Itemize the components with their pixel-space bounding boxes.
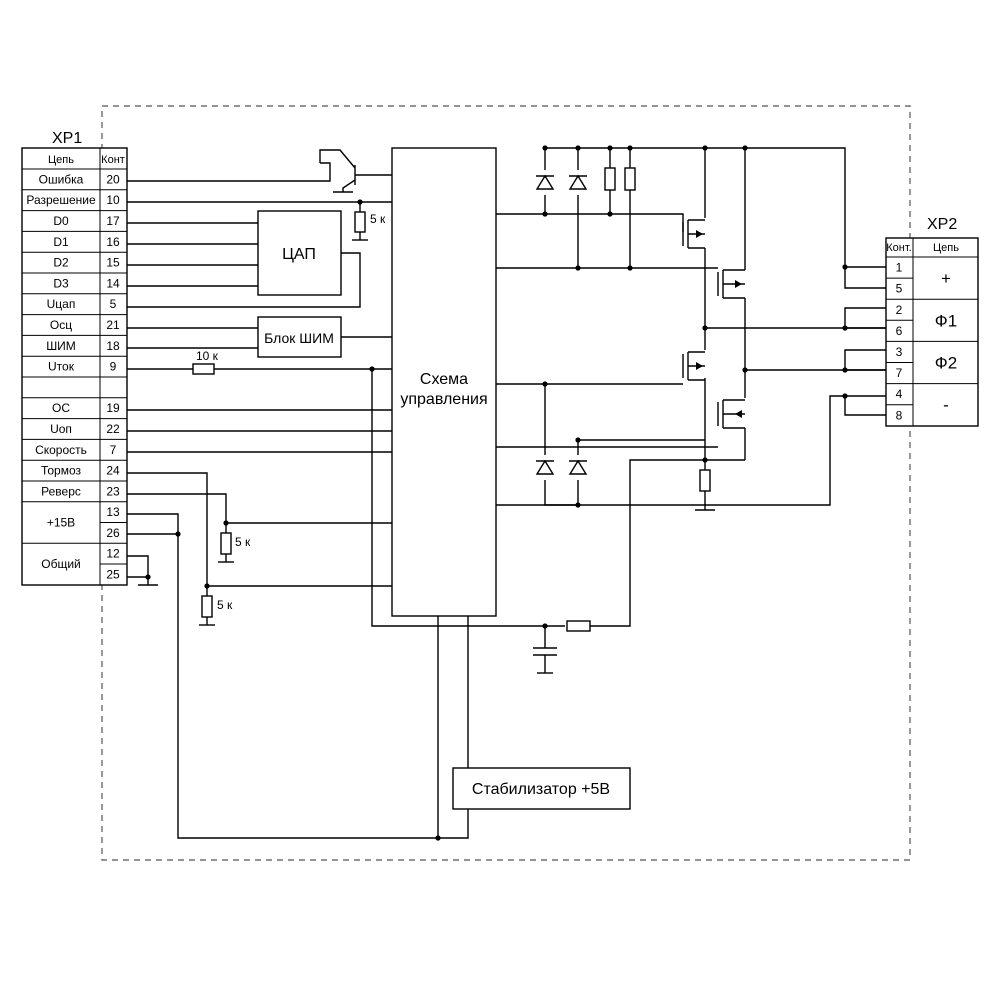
mosfet-upper-left — [682, 219, 705, 249]
xp1-pin-label: 23 — [106, 484, 120, 498]
power-junctions — [542, 145, 848, 508]
pwm-label: Блок ШИМ — [264, 330, 334, 346]
xp2-pin-label: 3 — [896, 345, 903, 359]
mosfet-upper-right — [717, 269, 745, 299]
xp2-pin-label: 2 — [896, 303, 903, 317]
xp1-pin-label: 24 — [106, 464, 120, 478]
mosfet-lower-left — [682, 351, 705, 381]
xp1-net-label: Uток — [48, 360, 75, 374]
xp1-group-net-label: Общий — [41, 557, 81, 571]
xp1-net-label: Осц — [50, 318, 72, 332]
sense-capacitor — [533, 626, 557, 674]
control-circuit-block — [391, 147, 497, 617]
resistor-enable-label: 5 к — [370, 212, 386, 226]
xp1-pin-label: 15 — [106, 256, 120, 270]
xp1-net-label: Uоп — [50, 422, 72, 436]
xp1-pin-label: 19 — [106, 401, 120, 415]
xp1-net-label: ОС — [52, 401, 70, 415]
mosfet-lower-right — [717, 399, 745, 429]
dac-label: ЦАП — [282, 246, 316, 263]
xp2-net-label: - — [943, 396, 949, 415]
xp1-net-label: Разрешение — [26, 193, 96, 207]
xp2-net-label: + — [941, 269, 951, 288]
xp1-pin-label: 5 — [110, 297, 117, 311]
xp2-pin-label: 4 — [896, 387, 903, 401]
module-boundary — [101, 105, 911, 861]
xp2-pin-label: 5 — [896, 282, 903, 296]
diode-top-right — [568, 174, 588, 190]
resistor-brake-label: 5 к — [217, 598, 233, 612]
resistor-brake: 5 к — [199, 595, 233, 626]
xp1-group-pin-label: 25 — [106, 567, 120, 581]
xp2-connector: XP2 Конт. Цепь +1 5Ф1 2 6Ф2 3 7 - 4 8 — [885, 216, 979, 427]
shunt-resistor — [699, 469, 711, 492]
xp1-title: XP1 — [52, 130, 82, 147]
xp1-pin-label: 7 — [110, 443, 117, 457]
resistor-reverse: 5 к — [218, 532, 251, 563]
xp1-pin-label: 20 — [106, 172, 120, 186]
xp2-net-label: Ф1 — [935, 311, 957, 330]
xp1-net-label: D0 — [53, 214, 69, 228]
xp1-group-pin-label: 12 — [106, 547, 120, 561]
gate-resistor-2 — [624, 167, 636, 191]
xp2-pin-label: 7 — [896, 366, 903, 380]
xp2-header-pin: Конт. — [886, 242, 911, 254]
xp1-pin-label: 18 — [106, 339, 120, 353]
xp1-net-label: Uцап — [47, 297, 76, 311]
xp2-pin-label: 8 — [896, 408, 903, 422]
xp1-pin-label: 9 — [110, 360, 117, 374]
xp1-wiring — [127, 162, 745, 839]
resistor-current-label: 10 к — [196, 349, 219, 363]
xp2-pin-label: 6 — [896, 324, 903, 338]
xp1-net-label: D3 — [53, 276, 69, 290]
xp1-net-label: ШИМ — [46, 339, 76, 353]
xp1-pin-label: 22 — [106, 422, 120, 436]
xp2-header-net: Цепь — [933, 242, 959, 254]
control-circuit-label-2: управления — [400, 391, 487, 408]
diode-bottom-left — [535, 459, 555, 475]
xp1-pin-label: 21 — [106, 318, 120, 332]
xp1-group-pin-label: 13 — [106, 505, 120, 519]
stabilizer-label: Стабилизатор +5В — [472, 781, 610, 798]
xp1-group-pin-label: 26 — [106, 526, 120, 540]
stabilizer-block — [452, 767, 631, 810]
xp1-net-label: Ошибка — [39, 172, 84, 186]
error-transistor — [319, 149, 392, 193]
control-circuit-label-1: Схема — [420, 371, 468, 388]
xp1-net-label: D2 — [53, 256, 69, 270]
resistor-enable: 5 к — [352, 211, 386, 241]
pwm-block — [257, 316, 342, 358]
xp1-pin-label: 14 — [106, 276, 120, 290]
resistor-current: 10 к — [192, 349, 219, 375]
xp1-pin-label: 16 — [106, 235, 120, 249]
xp1-pin-label: 17 — [106, 214, 120, 228]
xp2-pin-label: 1 — [896, 261, 903, 275]
xp1-group-net-label: +15В — [47, 516, 75, 530]
dac-block — [257, 210, 342, 296]
diode-bottom-right — [568, 459, 588, 475]
xp1-pin-label: 10 — [106, 193, 120, 207]
xp1-header-net: Цепь — [48, 154, 74, 166]
xp1-net-label: Скорость — [35, 443, 87, 457]
power-stage-wiring — [496, 147, 886, 511]
gate-resistor-1 — [604, 167, 616, 191]
xp2-title: XP2 — [927, 216, 957, 233]
xp1-net-label: Реверс — [41, 484, 81, 498]
xp1-net-label: Тормоз — [41, 464, 82, 478]
diode-top-left — [535, 174, 555, 190]
xp2-net-label: Ф2 — [935, 354, 957, 373]
resistor-reverse-label: 5 к — [235, 535, 251, 549]
sense-resistor — [566, 620, 591, 632]
xp1-net-label: D1 — [53, 235, 69, 249]
xp1-header-pin: Конт — [101, 154, 125, 166]
